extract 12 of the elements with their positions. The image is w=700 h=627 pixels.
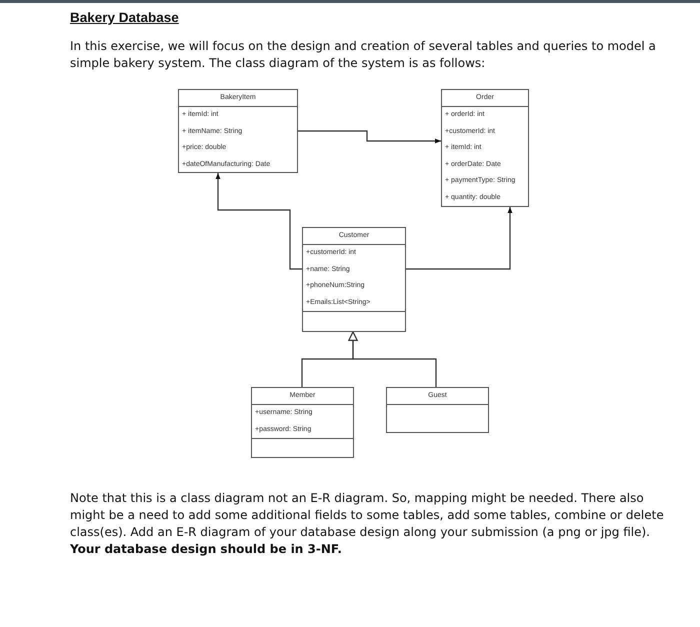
inheritance-arrow <box>348 331 437 387</box>
class-box <box>386 387 489 433</box>
class-box <box>441 89 529 207</box>
class-box <box>251 387 354 458</box>
class-box <box>302 227 406 332</box>
association-arrow <box>406 207 512 270</box>
association-arrow <box>298 130 441 144</box>
association-arrow <box>216 173 302 270</box>
paragraph: Note that this is a class diagram not an E-R diagram. So, mapping might be needed. There also might be a need to add some additional fields to some tables, add some tables, combine or delete class(es). Add an E-R diagram of your database design along your submission (a png or jpg file). Your database design should be in 3-NF. <box>70 490 665 558</box>
class-box <box>178 89 298 173</box>
heading: Bakery Database <box>70 10 179 25</box>
paragraph: In this exercise, we will focus on the design and creation of several tables and queries to model a simple bakery system. The class diagram of the system is as follows: <box>70 38 657 72</box>
